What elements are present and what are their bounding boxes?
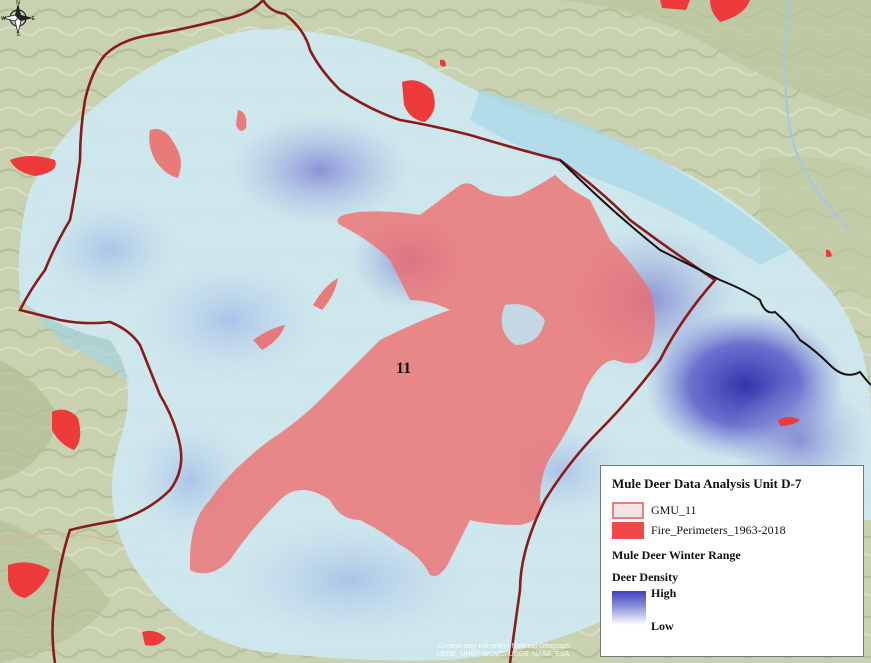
fire-perimeter <box>826 249 832 257</box>
fire-perimeter-notch <box>501 304 545 345</box>
fire-perimeter <box>313 278 338 310</box>
attribution-line: Content may not reflect National Geograp… <box>437 643 571 650</box>
terrain-ridge <box>0 360 60 480</box>
fire-perimeter <box>52 409 81 450</box>
fire-perimeter <box>149 129 181 178</box>
fire-perimeter <box>402 80 435 122</box>
fire-perimeter <box>236 110 247 131</box>
legend-layer-title: Mule Deer Winter Range <box>612 548 741 562</box>
density-blob <box>40 200 180 300</box>
attribution-line: HERE, UNEP-WCMC, USGS, NASA, ESA <box>437 651 570 658</box>
terrain-ridge <box>760 156 871 300</box>
map-legend: Mule Deer Data Analysis Unit D-7 GMU_11 … <box>600 465 864 657</box>
legend-item-fire: Fire_Perimeters_1963-2018 <box>651 523 786 537</box>
compass-letter: E <box>32 16 36 22</box>
gmu-boundary <box>18 0 264 663</box>
fire-perimeter <box>440 59 446 67</box>
compass-letter: S <box>16 32 20 36</box>
river <box>784 0 851 231</box>
fire-perimeter <box>8 562 50 598</box>
legend-high-label: High <box>651 586 677 600</box>
density-blob <box>230 115 410 225</box>
terrain-ridge <box>560 0 871 120</box>
county-line <box>559 159 871 386</box>
map-attribution: Content may not reflect National Geograp… <box>437 643 570 659</box>
legend-density-title: Deer Density <box>612 570 679 584</box>
fire-perimeter <box>710 0 750 22</box>
fire-perimeter <box>778 417 800 426</box>
gmu-unit-label: 11 <box>396 360 412 377</box>
fire-perimeter <box>142 630 166 646</box>
legend-low-label: Low <box>651 619 674 633</box>
winter-range <box>20 300 130 380</box>
legend-title: Mule Deer Data Analysis Unit D-7 <box>612 476 802 491</box>
fire-perimeter <box>253 325 285 350</box>
fire-swatch-icon <box>612 522 644 539</box>
fire-perimeter <box>660 0 690 10</box>
legend-item-gmu: GMU_11 <box>651 503 697 517</box>
compass-letter: N <box>16 0 20 6</box>
gmu-swatch-icon <box>612 502 644 519</box>
fire-perimeter <box>190 175 655 576</box>
gmu-boundary <box>261 0 717 663</box>
north-arrow-icon: N S E W <box>1 0 36 36</box>
compass-letter: W <box>1 16 6 22</box>
density-gradient-icon <box>612 591 646 625</box>
fire-perimeter <box>10 156 56 176</box>
density-blob <box>140 260 320 380</box>
winter-range <box>470 90 790 265</box>
